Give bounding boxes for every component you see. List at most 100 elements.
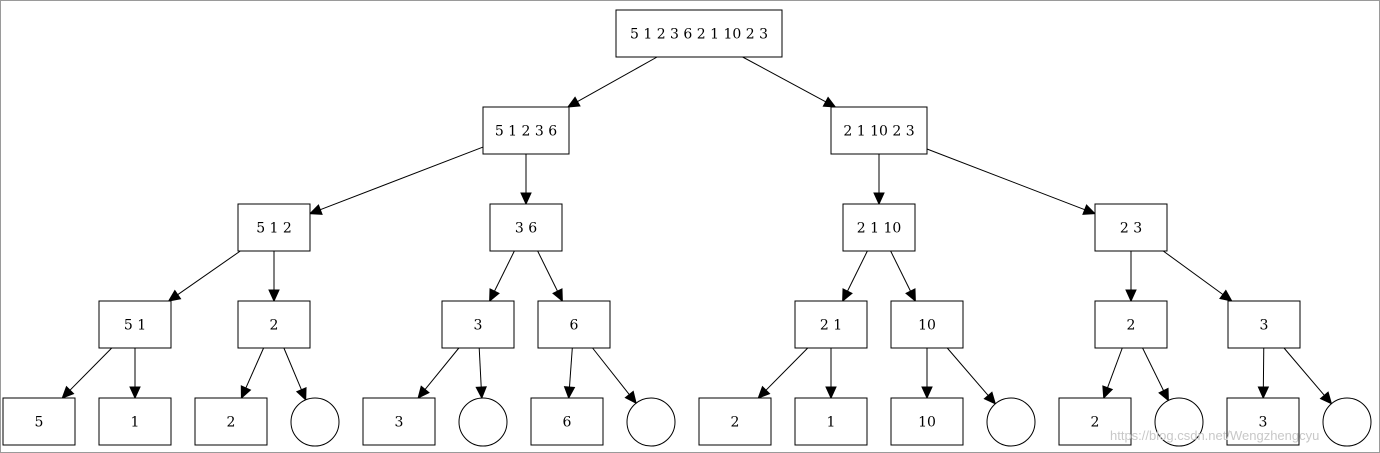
tree-node-n3: 5 1 2 [237,203,311,252]
edge-n11-n24 [825,348,837,400]
edge-n8-n17 [240,347,265,400]
tree-node-n16: 1 [98,397,172,446]
tree-node-n0: 5 1 2 3 6 2 1 10 2 3 [615,9,783,58]
arrowhead-icon [167,289,182,302]
node-box [441,300,515,349]
edge-line [1162,250,1224,295]
node-box [489,203,563,252]
arrowhead-icon [1158,387,1169,402]
node-box [237,203,311,252]
empty-node-n22 [626,397,676,447]
arrowhead-icon [129,386,141,400]
edge-line [177,250,241,296]
edge-line [245,347,265,389]
edge-n14-n29 [1257,347,1270,400]
node-box [482,106,570,155]
node-label: 2 [270,318,279,334]
tree-node-n8: 2 [237,300,311,349]
edge-line [577,56,658,103]
edge-n5-n11 [842,250,868,303]
tree-node-n4: 3 6 [489,203,563,252]
edge-n4-n10 [537,250,563,303]
tree-node-n15: 5 [2,397,76,446]
arrowhead-icon [552,288,563,303]
arrowhead-icon [240,385,252,400]
node-box [698,397,772,446]
node-box [194,397,268,446]
empty-node-n26 [986,397,1036,447]
tree-node-n5: 2 1 10 [842,203,916,252]
node-label: 10 [918,415,936,431]
arrowhead-icon [566,96,581,108]
node-label: 1 [827,415,836,431]
arrowhead-icon [520,192,532,206]
node-label: 5 1 2 3 6 2 1 10 2 3 [630,27,768,43]
node-box [530,397,604,446]
edge-line [890,250,911,292]
empty-node-circle [986,397,1036,447]
node-label: 5 1 2 [256,221,292,237]
tree-node-n13: 2 [1094,300,1168,349]
tree-node-n9: 3 [441,300,515,349]
arrowhead-icon [1125,289,1137,303]
tree-node-n23: 2 [698,397,772,446]
empty-node-n18 [290,397,340,447]
edge-n6-n13 [1125,251,1137,303]
arrowhead-icon [1257,386,1270,400]
node-label: 5 1 [124,318,146,334]
node-box [842,203,916,252]
tree-node-n24: 1 [794,397,868,446]
edge-line [592,347,630,395]
tree-node-n12: 10 [890,300,964,349]
empty-node-circle [290,397,340,447]
node-box [98,300,172,349]
edge-line [1142,347,1164,391]
node-label: 3 [1259,415,1268,431]
edge-n7-n15 [61,347,113,399]
edge-n9-n20 [475,347,487,400]
tree-node-n19: 3 [362,397,436,446]
node-box [98,397,172,446]
edge-line [494,250,515,292]
edge-n11-n23 [757,347,809,399]
arrowhead-icon [295,387,307,401]
edge-n4-n9 [489,250,515,303]
node-label: 5 [35,415,44,431]
node-box [830,106,928,155]
node-label: 3 [1260,318,1269,334]
empty-node-circle [458,397,508,447]
node-box [1226,397,1300,446]
edge-n10-n22 [592,347,637,405]
edge-n14-n30 [1283,347,1333,405]
arrowhead-icon [489,288,500,303]
edge-n1-n4 [520,154,532,206]
edge-line [568,347,573,388]
node-label: 3 [395,415,404,431]
arrowhead-icon [61,385,75,399]
edge-n0-n1 [566,56,658,108]
node-label: 2 3 [1120,221,1142,237]
edge-line [283,347,302,390]
tree-node-n10: 6 [537,300,611,349]
node-box [1094,300,1168,349]
tree-node-n1: 5 1 2 3 6 [482,106,570,155]
arrowhead-icon [1082,204,1097,215]
arrowhead-icon [1102,385,1114,400]
node-label: 2 [1091,415,1100,431]
edge-line [478,347,482,388]
edge-n1-n3 [308,146,484,215]
tree-node-n2: 2 1 10 2 3 [830,106,928,155]
node-box [794,300,868,349]
edge-line [946,347,989,396]
node-box [1094,203,1168,252]
arrowhead-icon [475,386,487,400]
arrowhead-icon [308,204,323,215]
edge-n13-n27 [1102,347,1123,400]
edge-n10-n21 [563,347,576,400]
edge-n5-n12 [890,250,916,303]
node-label: 1 [131,415,140,431]
node-label: 6 [563,415,572,431]
arrowhead-icon [563,386,576,400]
tree-node-n7: 5 1 [98,300,172,349]
